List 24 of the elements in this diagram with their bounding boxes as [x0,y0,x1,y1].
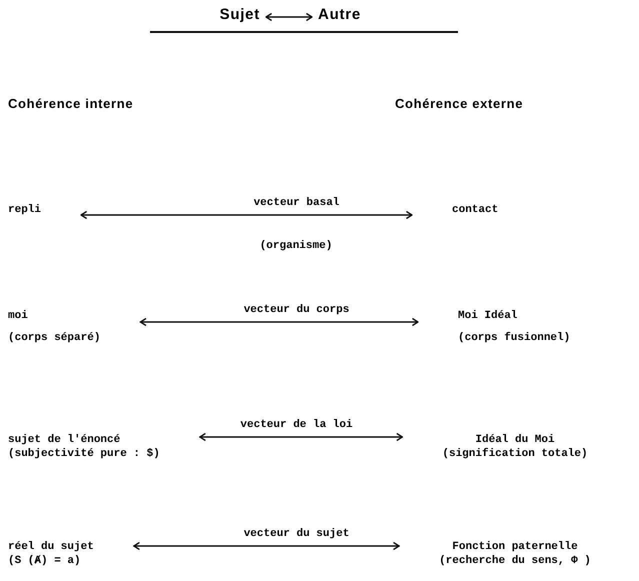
node-text: Idéal du Moi [474,434,556,448]
node-text: Sujet [218,6,260,25]
double-arrow [80,210,413,220]
column-heading: Cohérence interne [8,96,134,111]
node-text: réel du sujet [8,541,95,555]
node-text: (subjectivité pure : $) [8,448,161,462]
double-arrow [265,12,313,22]
double-arrow [199,432,404,442]
column-heading: Cohérence externe [395,96,524,111]
node-text: sujet de l'énoncé [8,434,122,448]
node-text: repli [8,204,42,218]
node-text: Fonction paternelle [451,541,579,555]
node-text: (corps séparé) [8,332,102,346]
node-text: contact [452,204,500,218]
node-text: (S (Ⱥ) = a) [8,554,82,568]
node-text: (recherche du sens, Φ ) [438,554,592,568]
double-arrow [140,318,419,326]
node-text: (corps fusionnel) [458,332,572,346]
note-text: (organisme) [260,240,332,252]
node-text: Autre [318,6,362,25]
node-text: moi [8,310,29,324]
double-arrow [133,542,400,550]
node-text: Moi Idéal [458,310,518,324]
node-text: (signification totale) [441,448,589,462]
